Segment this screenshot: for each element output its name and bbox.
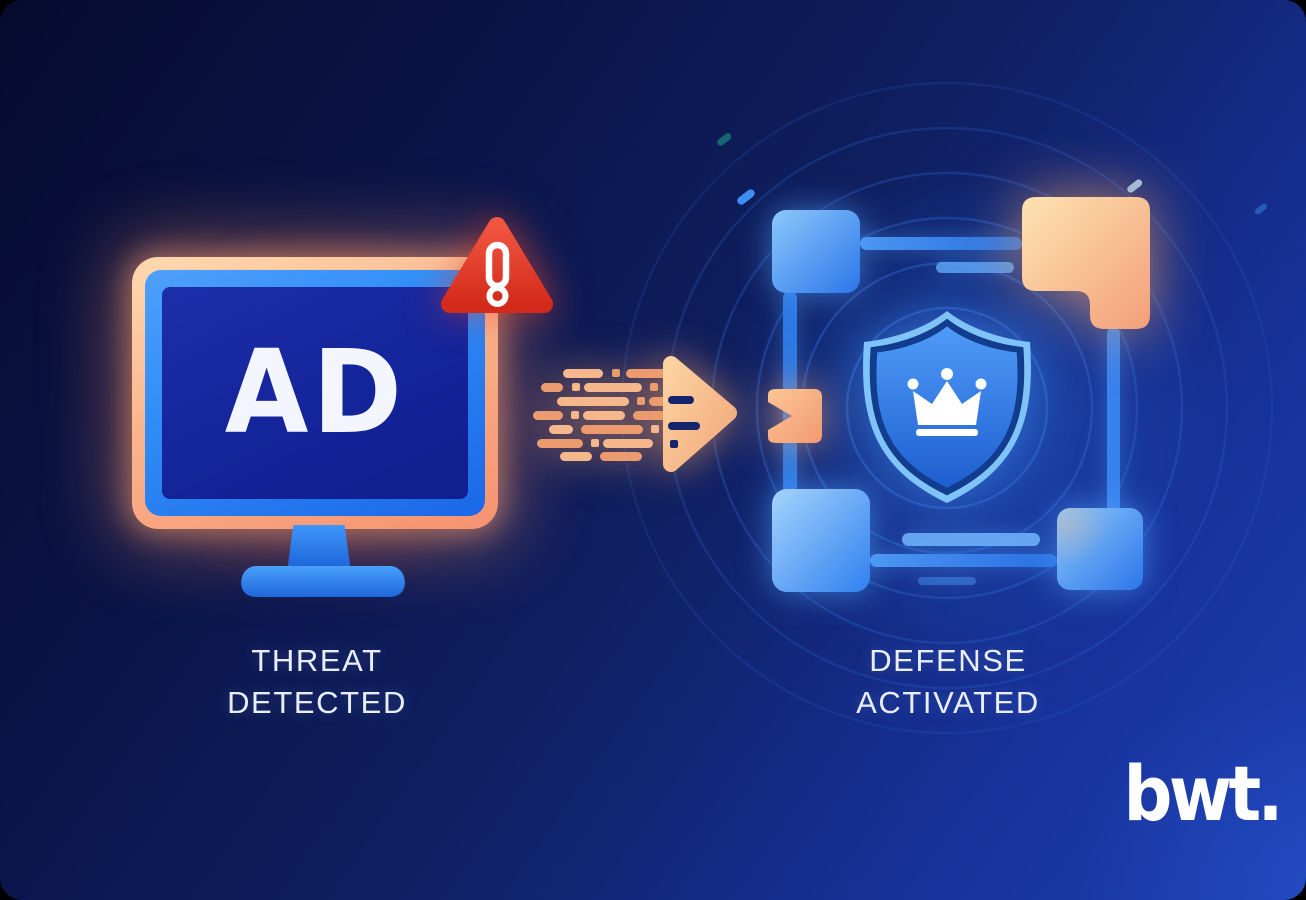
network-node-chevron-notch — [768, 389, 822, 443]
monitor-screen: AD — [162, 287, 468, 499]
network-connection-lines — [783, 237, 1120, 585]
speed-dash-arrow-icon — [533, 356, 737, 472]
brand-logo: bwt. — [1123, 749, 1284, 838]
monitor-stand-neck — [287, 525, 351, 572]
monitor-outer-frame: AD — [132, 257, 498, 529]
threat-caption-line1: THREAT — [251, 643, 383, 678]
defense-caption-line1: DEFENSE — [869, 643, 1027, 678]
monitor-bezel: AD — [145, 270, 485, 516]
network-node-bottom-left — [772, 489, 870, 592]
ad-label: AD — [224, 325, 406, 460]
threat-caption-line2: DETECTED — [227, 685, 407, 720]
shield-icon — [863, 311, 1031, 503]
defense-rings — [620, 81, 1274, 735]
diagonal-accent-dashes — [717, 133, 1268, 215]
network-node-orange-flag — [1022, 197, 1150, 329]
defense-caption: DEFENSE ACTIVATED — [757, 640, 1139, 724]
network-node-bottom-right — [1057, 508, 1143, 590]
defense-caption-line2: ACTIVATED — [856, 685, 1040, 720]
monitor-stand-base — [238, 566, 408, 597]
network-node-top-left — [772, 210, 860, 293]
threat-caption: THREAT DETECTED — [126, 640, 508, 724]
crown-icon — [907, 368, 987, 436]
